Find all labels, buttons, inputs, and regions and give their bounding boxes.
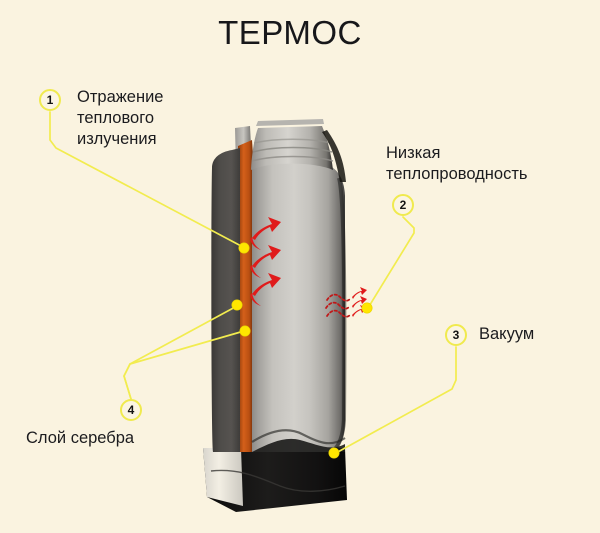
callout-badge-4[interactable]: 4	[120, 399, 142, 421]
callout-label-2: Низкая теплопроводность	[386, 144, 528, 183]
callout-label-4: Слой серебра	[26, 429, 135, 447]
heat-reflection-arrows	[250, 217, 281, 306]
callout-label-3: Вакуум	[479, 325, 535, 343]
thermos-base	[203, 448, 347, 512]
thermos-body	[252, 160, 345, 452]
callout-badge-1[interactable]: 1	[39, 89, 61, 111]
body-bottom-curve	[252, 438, 345, 452]
thermos-cutaway-wall	[211, 148, 240, 452]
page-title: ТЕРМОС	[218, 14, 362, 51]
callout-badge-2[interactable]: 2	[392, 194, 414, 216]
body-inner-shadow	[251, 429, 346, 445]
callout-label-1: Отражение теплового излучения	[77, 88, 164, 148]
thermos-neck	[251, 119, 334, 170]
callout-badge-3[interactable]: 3	[445, 324, 467, 346]
low-conductivity-squiggles	[325, 293, 351, 318]
heat-escape-arrows	[352, 287, 367, 317]
shoulder-shadow	[322, 130, 346, 182]
